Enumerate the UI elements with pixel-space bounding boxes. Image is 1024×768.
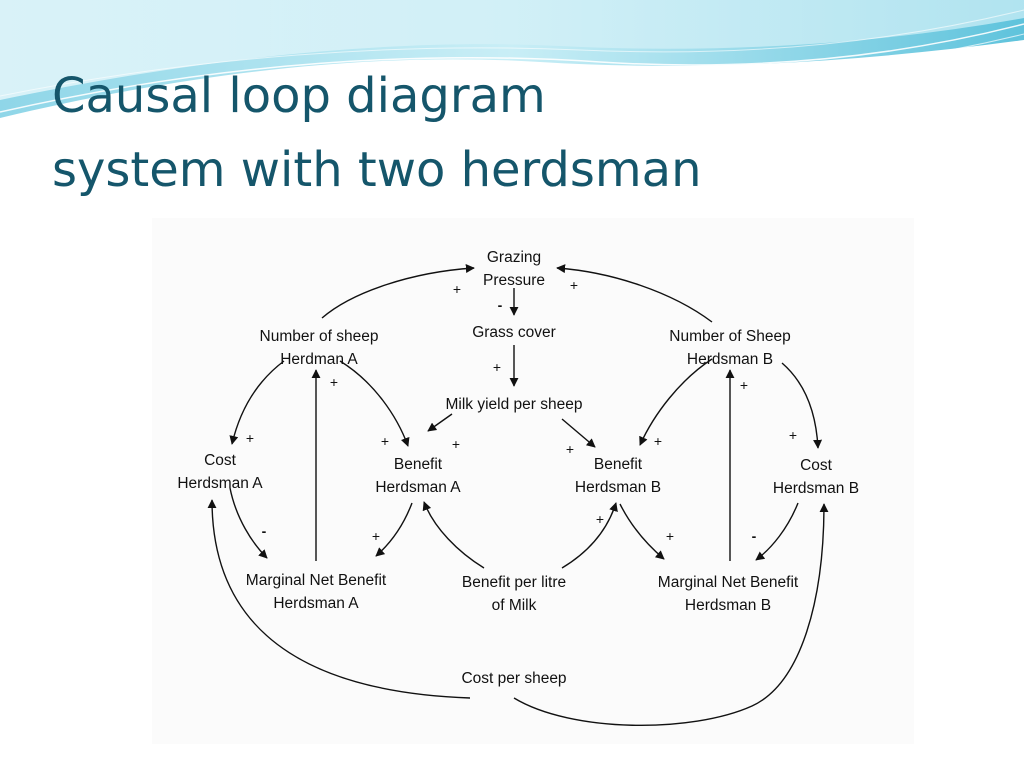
polarity-benefitA-to-mnbA: + [372,528,380,544]
node-label-line: Benefit per litre [462,574,566,591]
edge-litre-to-benefitB [561,502,618,569]
polarity-mnbB-to-sheepB: + [740,377,748,393]
node-label-line: Pressure [483,272,545,289]
slide-title-line-2: system with two herdsman [52,142,702,198]
polarity-sheepA-to-costA: + [246,430,254,446]
node-label-line: Cost per sheep [461,670,566,687]
edge-milk-to-benefitB [561,418,596,448]
polarity-sheepA-to-grazing: + [453,281,461,297]
edge-sheepA-to-benefitA [339,360,410,447]
node-label-line: Marginal Net Benefit [246,572,387,589]
polarity-sheepB-to-costB: + [789,427,797,443]
polarity-sheepB-to-grazing: + [570,277,578,293]
node-label-line: Grazing [487,249,541,266]
node-benefit-litre: Benefit per litre of Milk [462,574,566,614]
polarity-grass-to-milk: + [493,359,501,375]
diagram-edges [207,264,829,726]
edge-costsheep-to-costA [207,499,471,699]
node-milk-yield: Milk yield per sheep [446,396,583,413]
node-label-line: Herdsman B [687,351,773,368]
slide-title-line-1: Causal loop diagram [52,68,546,124]
node-label-line: Herdman A [280,351,358,368]
diagram-polarities: + + - + + + + + + + - + + + - + + [246,277,797,544]
polarity-grazing-to-grass: - [498,297,503,313]
polarity-costB-to-mnbB: - [752,528,757,544]
edge-benefitB-to-mnbB [619,503,665,560]
polarity-costA-to-mnbA: - [262,523,267,539]
node-label-line: Cost [800,457,833,474]
edge-costsheep-to-costB [513,503,829,726]
node-label-line: Benefit [594,456,643,473]
edge-costA-to-mnbA [229,487,268,559]
polarity-milk-to-benefitB: + [566,441,574,457]
polarity-mnbA-to-sheepA: + [330,374,338,390]
polarity-litre-to-benefitB: + [596,511,604,527]
edge-benefitA-to-mnbA [375,502,413,557]
node-grass-cover: Grass cover [472,324,556,341]
edge-sheepA-to-costA [229,360,285,445]
node-label-line: Herdsman B [575,479,661,496]
node-label-line: Number of sheep [260,328,379,345]
polarity-sheepA-to-benefitA: + [381,433,389,449]
node-label-line: Marginal Net Benefit [658,574,799,591]
edge-sheepB-to-benefitB [639,358,713,446]
node-label-line: Grass cover [472,324,556,341]
node-label-line: Herdsman A [375,479,461,496]
header-swoosh-decoration [0,0,1024,121]
polarity-milk-to-benefitA: + [452,436,460,452]
edge-milk-to-benefitA [427,413,453,432]
edge-sheepA-to-grazing [321,264,475,319]
polarity-benefitB-to-mnbB: + [666,528,674,544]
node-label-line: Herdsman A [177,475,263,492]
node-label-line: Herdsman B [685,597,771,614]
node-label-line: Number of Sheep [669,328,791,345]
edge-sheepB-to-grazing [556,264,713,323]
node-label-line: Benefit [394,456,443,473]
edge-litre-to-benefitA [422,501,485,569]
node-label-line: Herdsman B [773,480,859,497]
edge-costB-to-mnbB [755,502,799,561]
node-label-line: Cost [204,452,237,469]
node-label-line: Herdsman A [273,595,359,612]
node-label-line: of Milk [492,597,537,614]
polarity-sheepB-to-benefitB: + [654,433,662,449]
node-label-line: Milk yield per sheep [446,396,583,413]
node-cost-sheep: Cost per sheep [461,670,566,687]
edge-sheepB-to-costB [781,362,823,449]
